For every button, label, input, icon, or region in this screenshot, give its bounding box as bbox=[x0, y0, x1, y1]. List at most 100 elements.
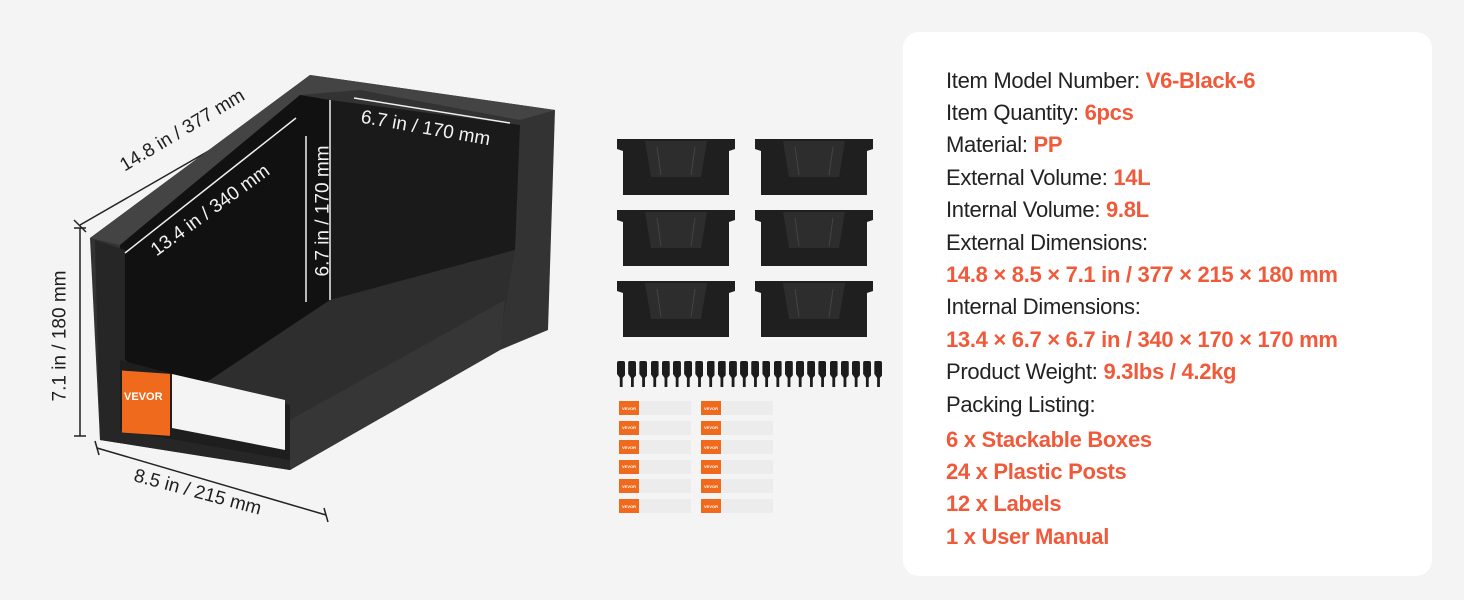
spec-row: 6 x Stackable Boxes bbox=[946, 427, 1152, 453]
label-logo: VEVOR bbox=[619, 479, 639, 494]
label-blank bbox=[639, 420, 691, 435]
label-logo: VEVOR bbox=[619, 459, 639, 474]
label-blank bbox=[639, 440, 691, 455]
spec-value: 14.8 × 8.5 × 7.1 in / 377 × 215 × 180 mm bbox=[946, 262, 1338, 287]
spec-value: V6-Black-6 bbox=[1145, 68, 1256, 93]
plastic-post bbox=[751, 361, 760, 387]
plastic-post bbox=[773, 361, 782, 387]
spec-row: Internal Volume: 9.8L bbox=[946, 197, 1149, 223]
spec-row: Item Quantity: 6pcs bbox=[946, 100, 1134, 126]
spec-label: External Volume: bbox=[946, 165, 1114, 190]
plastic-post bbox=[617, 361, 625, 387]
spec-value: 24 x Plastic Posts bbox=[946, 459, 1127, 484]
plastic-post bbox=[851, 361, 860, 387]
spec-value: 14L bbox=[1113, 165, 1151, 190]
spec-label: Internal Volume: bbox=[946, 197, 1106, 222]
plastic-posts bbox=[617, 361, 883, 387]
plastic-post bbox=[706, 361, 715, 387]
label-sticker: VEVOR bbox=[701, 499, 773, 513]
label-logo: VEVOR bbox=[701, 401, 721, 415]
plastic-post bbox=[650, 361, 659, 387]
mini-bin bbox=[755, 279, 873, 337]
spec-value: 9.3lbs / 4.2kg bbox=[1103, 359, 1237, 384]
spec-row: 14.8 × 8.5 × 7.1 in / 377 × 215 × 180 mm bbox=[946, 262, 1338, 288]
spec-value: 13.4 × 6.7 × 6.7 in / 340 × 170 × 170 mm bbox=[946, 327, 1338, 352]
label-sticker: VEVOR bbox=[619, 459, 691, 474]
mini-bin bbox=[755, 137, 873, 195]
spec-value: PP bbox=[1033, 132, 1063, 157]
plastic-post bbox=[684, 361, 693, 387]
spec-label: External Dimensions: bbox=[946, 230, 1148, 255]
brand-logo: VEVOR bbox=[124, 391, 163, 403]
plastic-post bbox=[728, 361, 737, 387]
label-blank bbox=[721, 420, 773, 435]
plastic-post bbox=[863, 361, 872, 387]
spec-label: Packing Listing: bbox=[946, 392, 1096, 417]
label-blank bbox=[721, 479, 773, 494]
label-logo: VEVOR bbox=[701, 499, 721, 513]
label-sticker: VEVOR bbox=[619, 401, 691, 415]
label-logo: VEVOR bbox=[619, 420, 639, 435]
spec-row: 13.4 × 6.7 × 6.7 in / 340 × 170 × 170 mm bbox=[946, 327, 1338, 353]
label-blank bbox=[721, 440, 773, 455]
label-sticker: VEVOR bbox=[619, 479, 691, 494]
spec-row: Packing Listing: bbox=[946, 392, 1096, 418]
label-sticker: VEVOR bbox=[701, 479, 773, 494]
spec-value: 1 x User Manual bbox=[946, 524, 1110, 549]
plastic-post bbox=[639, 361, 648, 387]
plastic-post bbox=[829, 361, 838, 387]
label-blank bbox=[639, 401, 691, 415]
plastic-post bbox=[874, 361, 883, 387]
bin-illustration: VEVOR bbox=[73, 75, 555, 523]
plastic-post bbox=[807, 361, 816, 387]
plastic-post bbox=[840, 361, 849, 387]
brand-label bbox=[122, 370, 170, 436]
plastic-post bbox=[796, 361, 804, 387]
spec-label: Item Model Number: bbox=[946, 68, 1146, 93]
label-sticker: VEVOR bbox=[619, 420, 691, 435]
plastic-post bbox=[818, 361, 827, 387]
spec-label: Item Quantity: bbox=[946, 100, 1085, 125]
label-sticker: VEVOR bbox=[619, 440, 691, 455]
plastic-post bbox=[784, 361, 793, 387]
spec-label: Internal Dimensions: bbox=[946, 294, 1141, 319]
label-logo: VEVOR bbox=[701, 479, 721, 494]
label-sticker: VEVOR bbox=[701, 420, 773, 435]
spec-label: Product Weight: bbox=[946, 359, 1104, 384]
spec-row: 24 x Plastic Posts bbox=[946, 459, 1127, 485]
label-blank bbox=[639, 459, 691, 474]
label-blank bbox=[721, 459, 773, 474]
plastic-post bbox=[740, 361, 749, 387]
label-logo: VEVOR bbox=[701, 459, 721, 474]
spec-value: 6pcs bbox=[1084, 100, 1134, 125]
plastic-post bbox=[717, 361, 726, 387]
dim-height: 7.1 in / 180 mm bbox=[49, 270, 71, 402]
label-logo: VEVOR bbox=[701, 420, 721, 435]
spec-row: 12 x Labels bbox=[946, 491, 1062, 517]
spec-row: Item Model Number: V6-Black-6 bbox=[946, 68, 1256, 94]
mini-bin bbox=[617, 279, 735, 337]
plastic-post bbox=[762, 361, 771, 387]
label-sticker: VEVOR bbox=[701, 459, 773, 474]
plastic-post bbox=[695, 361, 704, 387]
label-logo: VEVOR bbox=[619, 440, 639, 455]
plastic-post bbox=[628, 361, 637, 387]
spec-row: 1 x User Manual bbox=[946, 524, 1109, 550]
spec-row: Product Weight: 9.3lbs / 4.2kg bbox=[946, 359, 1237, 385]
label-blank bbox=[639, 479, 691, 494]
label-logo: VEVOR bbox=[701, 440, 721, 455]
label-blank bbox=[721, 401, 773, 415]
mini-bin bbox=[617, 208, 735, 266]
dim-inner-height: 6.7 in / 170 mm bbox=[312, 145, 334, 277]
mini-bin bbox=[755, 208, 873, 266]
label-logo: VEVOR bbox=[619, 401, 639, 415]
plastic-post bbox=[661, 361, 670, 387]
mini-bin bbox=[617, 137, 735, 195]
spec-row: Material: PP bbox=[946, 132, 1063, 158]
label-logo: VEVOR bbox=[619, 499, 639, 513]
spec-label: Material: bbox=[946, 132, 1034, 157]
label-sticker: VEVOR bbox=[701, 401, 773, 415]
label-sticker: VEVOR bbox=[701, 440, 773, 455]
spec-value: 12 x Labels bbox=[946, 491, 1062, 516]
